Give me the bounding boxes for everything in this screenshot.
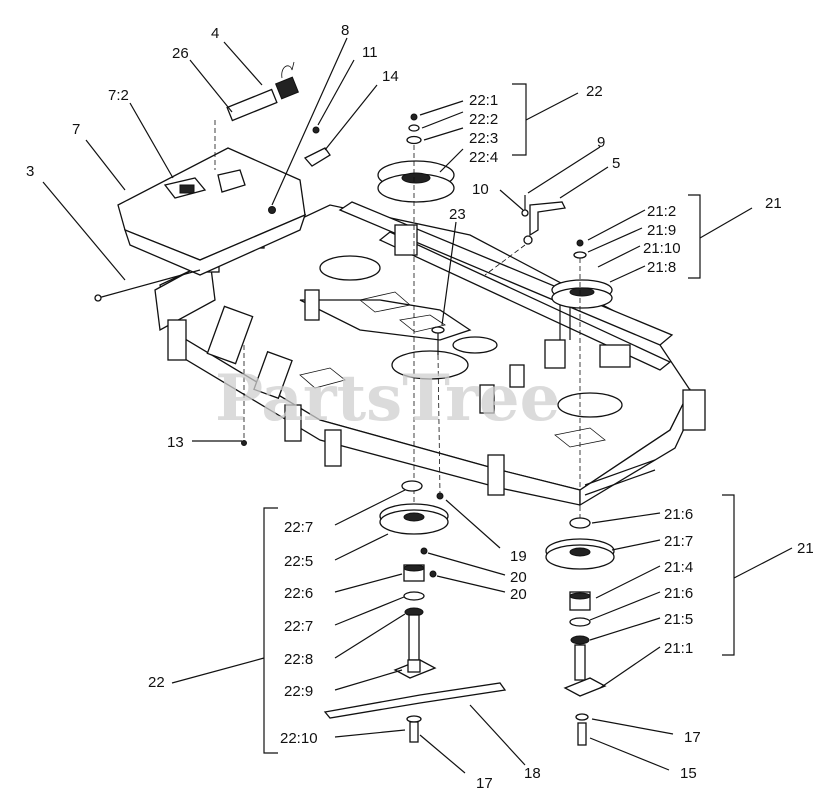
watermark: PartsTree: [215, 361, 560, 436]
callout-22-1: 22:1: [469, 92, 498, 109]
callout-20b: 20: [510, 586, 527, 603]
callout-22-2: 22:2: [469, 111, 498, 128]
callout-21-9: 21:9: [647, 222, 676, 239]
callout-5: 5: [612, 155, 620, 172]
bracket-14: [303, 147, 331, 167]
callout-10: 10: [472, 181, 489, 198]
callout-7: 7: [72, 121, 80, 138]
callout-8: 8: [341, 22, 349, 39]
callout-14: 14: [382, 68, 399, 85]
callout-21-6b: 21:6: [664, 585, 693, 602]
spring-assembly: [226, 61, 299, 122]
belt-cover: [117, 147, 307, 276]
callout-23: 23: [449, 206, 466, 223]
bolt-23: [431, 326, 445, 355]
callout-21-4: 21:4: [664, 559, 693, 576]
pulley-stack-21: [551, 239, 613, 309]
callout-21-2: 21:2: [647, 203, 676, 220]
nut-13: [241, 440, 247, 446]
idler-bracket: [521, 195, 566, 245]
callout-20a: 20: [510, 569, 527, 586]
callout-22-bottom: 22: [148, 674, 165, 691]
callout-22-5: 22:5: [284, 553, 313, 570]
callout-7-2: 7:2: [108, 87, 129, 104]
callout-21-top: 21: [765, 195, 782, 212]
callout-labels: 4 26 8 11 14 7:2 7 3 22:1 22:2 22:3 22:4…: [26, 22, 814, 792]
pulley-stack-22: [377, 113, 455, 203]
nut-11: [312, 126, 320, 134]
callout-22-9: 22:9: [284, 683, 313, 700]
centerline-23: [437, 354, 441, 496]
callout-21-8: 21:8: [647, 259, 676, 276]
callout-21-7: 21:7: [664, 533, 693, 550]
callout-19: 19: [510, 548, 527, 565]
callout-17-right: 17: [684, 729, 701, 746]
callout-15: 15: [680, 765, 697, 782]
callout-13: 13: [167, 434, 184, 451]
callout-22-4: 22:4: [469, 149, 498, 166]
callout-22-3: 22:3: [469, 130, 498, 147]
callout-3: 3: [26, 163, 34, 180]
callout-21-1: 21:1: [664, 640, 693, 657]
callout-leaders: [42, 37, 793, 774]
callout-22-8: 22:8: [284, 651, 313, 668]
callout-26: 26: [172, 45, 189, 62]
spindle-assembly-22: [323, 480, 507, 743]
callout-22-10: 22:10: [280, 730, 318, 747]
callout-21-10: 21:10: [643, 240, 681, 257]
callout-21-6a: 21:6: [664, 506, 693, 523]
callout-21-bottom: 21: [797, 540, 814, 557]
nut-8: [268, 206, 276, 214]
callout-21-5: 21:5: [664, 611, 693, 628]
callout-22-7b: 22:7: [284, 618, 313, 635]
callout-17-left: 17: [476, 775, 493, 792]
centerline-10: [484, 244, 526, 276]
callout-18: 18: [524, 765, 541, 782]
callout-9: 9: [597, 134, 605, 151]
callout-4: 4: [211, 25, 219, 42]
callout-11: 11: [362, 44, 378, 61]
callout-22-7a: 22:7: [284, 519, 313, 536]
callout-22-6: 22:6: [284, 585, 313, 602]
spindle-assembly-21: [545, 517, 615, 746]
callout-22-top: 22: [586, 83, 603, 100]
pivot-rod: [94, 269, 201, 302]
